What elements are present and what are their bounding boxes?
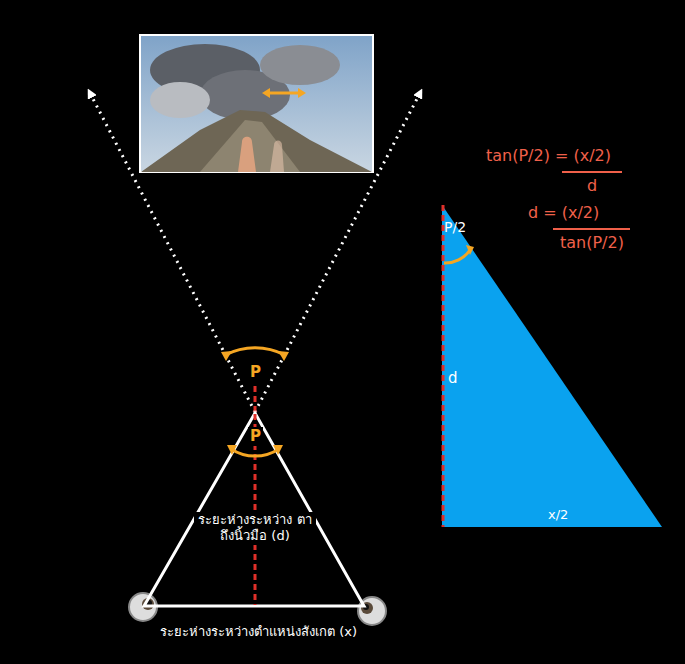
dimension-label: P/2 — [444, 219, 466, 237]
right-triangle: P/2 d x/2 — [442, 205, 662, 527]
dimension-label: d — [448, 369, 458, 388]
diagram-label: ระยะห่างระหว่างตำแหน่งสังเกต (x) — [160, 624, 357, 640]
diagram-label: P — [250, 363, 261, 382]
sight-line — [90, 93, 255, 412]
sight-line — [255, 93, 420, 412]
triangle-outline — [442, 205, 662, 527]
formula-text: d — [587, 176, 597, 196]
angle-label: P — [248, 427, 263, 446]
dimension-label: x/2 — [548, 507, 568, 523]
sight-triangle: P ระยะห่างระหว่าง ตาถึงนิ้วมือ (d) — [143, 412, 365, 607]
formula-text: tan(P/2) = (x/2) — [486, 146, 611, 166]
formula-text: tan(P/2) — [560, 233, 624, 253]
angle-arc — [225, 348, 285, 355]
fraction-bar — [553, 228, 630, 230]
center-line — [254, 386, 257, 412]
fraction-bar — [562, 171, 622, 173]
formula-text: d = (x/2) — [528, 203, 599, 223]
dimension-label: ระยะห่างระหว่าง ตาถึงนิ้วมือ (d) — [194, 512, 316, 545]
volcano-photo — [140, 35, 373, 172]
